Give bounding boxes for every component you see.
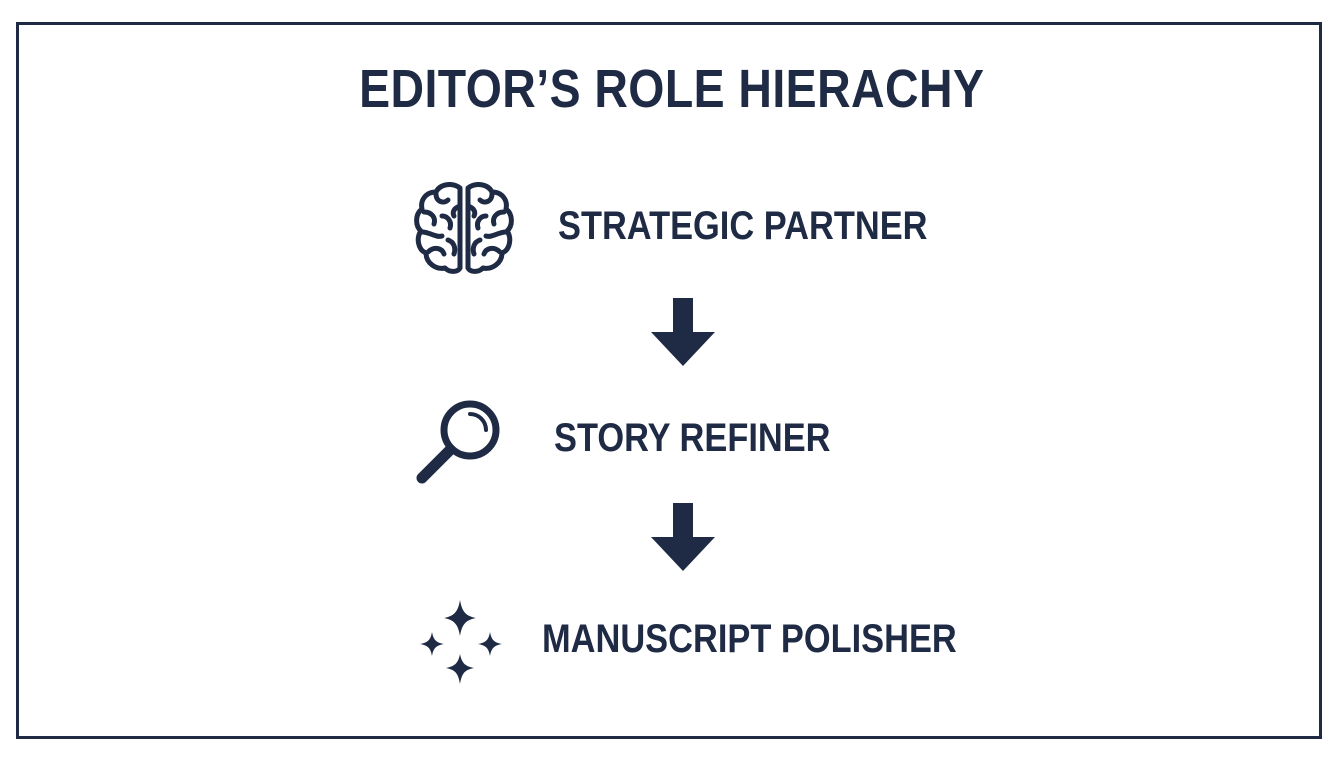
diagram-frame [16, 22, 1322, 739]
level-label-manuscript-polisher: MANUSCRIPT POLISHER [542, 617, 957, 661]
level-label-strategic-partner: STRATEGIC PARTNER [558, 204, 928, 248]
sparkles-icon [418, 598, 506, 688]
brain-icon [414, 182, 514, 274]
arrow-down-icon [651, 298, 715, 366]
magnifying-glass-icon [414, 398, 506, 488]
arrow-down-icon [651, 503, 715, 571]
level-label-story-refiner: STORY REFINER [554, 416, 831, 460]
diagram-title: EDITOR’S ROLE HIERACHY [359, 59, 985, 119]
